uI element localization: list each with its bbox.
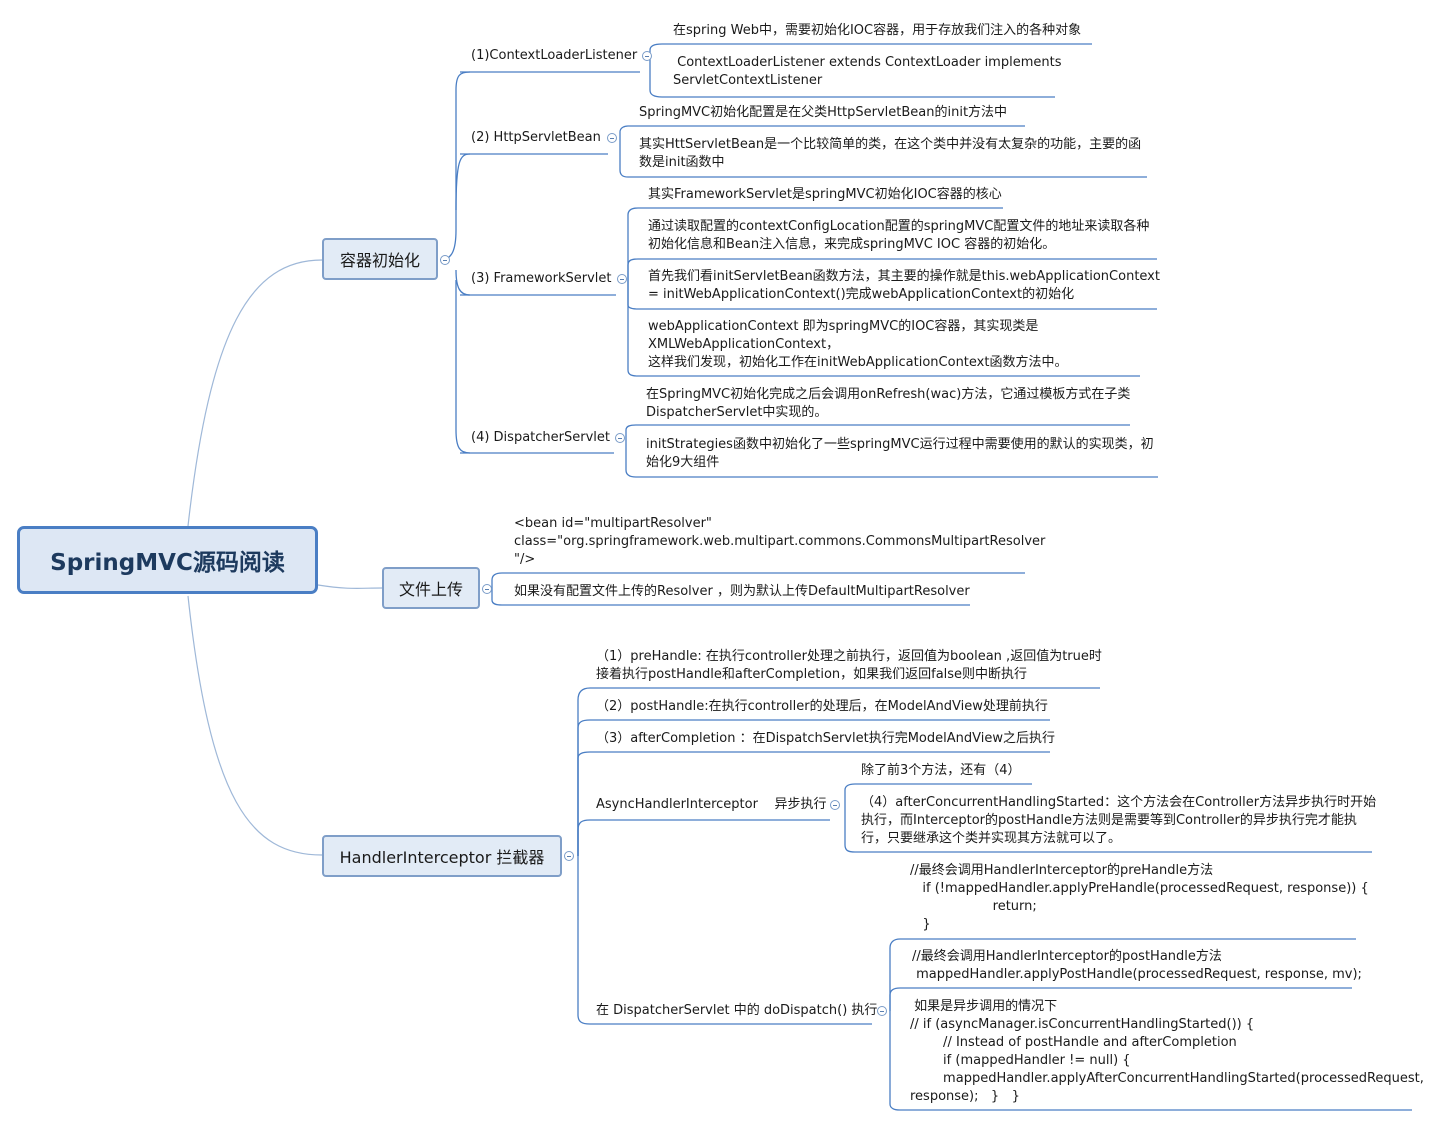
collapse-minus-icon[interactable] [615,433,625,443]
collapse-minus-icon[interactable] [830,800,840,810]
note-text: （1）preHandle: 在执行controller处理之前执行，返回值为bo… [596,649,1102,682]
child-async-handler-interceptor[interactable]: AsyncHandlerInterceptor 异步执行 [596,797,827,812]
note-text: 通过读取配置的contextConfigLocation配置的springMVC… [648,219,1150,252]
note-text: 首先我们看initServletBean函数方法，其主要的操作就是this.we… [648,269,1160,302]
note-text: 其实HttServletBean是一个比较简单的类，在这个类中并没有太复杂的功能… [639,137,1142,170]
note-text: 在SpringMVC初始化完成之后会调用onRefresh(wac)方法，它通过… [646,387,1131,420]
code-note: //最终会调用HandlerInterceptor的postHandle方法 m… [912,949,1362,982]
branch-container-init[interactable]: 容器初始化 [322,238,438,280]
child-http-servlet-bean[interactable]: (2) HttpServletBean [471,130,601,145]
collapse-minus-icon[interactable] [877,1006,887,1016]
collapse-minus-icon[interactable] [607,133,617,143]
branch-file-upload[interactable]: 文件上传 [382,567,480,609]
child-dispatcher-servlet[interactable]: (4) DispatcherServlet [471,430,610,445]
code-note: 如果是异步调用的情况下 // if (asyncManager.isConcur… [910,999,1424,1104]
note-text: 其实FrameworkServlet是springMVC初始化IOC容器的核心 [648,187,1002,202]
note-text: SpringMVC初始化配置是在父类HttpServletBean的init方法… [639,105,1008,120]
note-text: ContextLoaderListener extends ContextLoa… [673,55,1062,88]
note-text: （3）afterCompletion ：在DispatchServlet执行完M… [596,731,1055,746]
collapse-minus-icon[interactable] [440,255,450,265]
note-text: initStrategies函数中初始化了一些springMVC运行过程中需要使… [646,437,1154,470]
code-note: //最终会调用HandlerInterceptor的preHandle方法 if… [910,863,1369,932]
collapse-minus-icon[interactable] [642,51,652,61]
child-context-loader-listener[interactable]: (1)ContextLoaderListener [471,48,638,63]
collapse-minus-icon[interactable] [564,851,574,861]
note-text: 如果没有配置文件上传的Resolver ，则为默认上传DefaultMultip… [514,584,970,599]
child-framework-servlet[interactable]: (3) FrameworkServlet [471,271,612,286]
child-do-dispatch[interactable]: 在 DispatcherServlet 中的 doDispatch() 执行 [596,1003,878,1018]
root-node[interactable]: SpringMVC源码阅读 [17,526,318,594]
root-link-interceptor [187,595,323,856]
collapse-minus-icon[interactable] [617,274,627,284]
root-link-upload [317,584,383,589]
root-link-container [187,259,323,527]
collapse-minus-icon[interactable] [482,584,492,594]
note-text: （4）afterConcurrentHandlingStarted：这个方法会在… [861,795,1377,846]
note-text: webApplicationContext 即为springMVC的IOC容器，… [648,319,1068,370]
note-text: 除了前3个方法，还有（4） [861,763,1021,778]
note-text: （2）postHandle:在执行controller的处理后，在ModelAn… [596,699,1048,714]
note-text: <bean id="multipartResolver" class="org.… [514,516,1046,567]
note-text: 在spring Web中，需要初始化IOC容器，用于存放我们注入的各种对象 [673,23,1082,38]
branch-handler-interceptor[interactable]: HandlerInterceptor 拦截器 [322,835,562,877]
